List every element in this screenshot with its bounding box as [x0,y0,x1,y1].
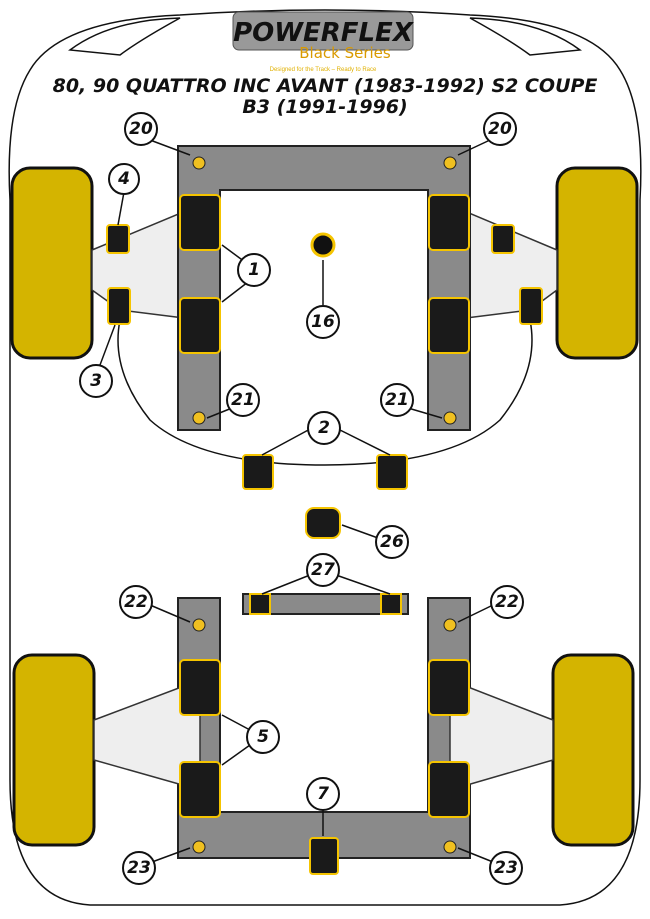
part-27-bar [242,593,409,615]
title-line-1: 80, 90 QUATTRO INC AVANT (1983-1992) S2 … [53,75,598,97]
svg-text:23: 23 [494,858,518,878]
svg-text:5: 5 [257,727,269,747]
svg-text:16: 16 [311,312,335,332]
bush-3-left [107,287,131,325]
subframe-mount-holes [192,156,457,854]
tire-rear-left [12,653,96,847]
car-body-outline [8,9,642,906]
svg-text:3: 3 [90,371,102,391]
callout-1: 1 [237,253,271,287]
svg-text:Designed for the Track – Ready: Designed for the Track – Ready to Race [270,67,377,73]
tire-rear-right [551,653,635,847]
bush-1-upper-left [179,194,221,251]
bush-1-lower-right [428,297,470,354]
bush-1-lower-left [179,297,221,354]
svg-text:1: 1 [248,260,260,280]
svg-text:21: 21 [231,390,255,410]
svg-text:4: 4 [117,169,130,189]
callout-2: 2 [307,411,341,445]
svg-text:26: 26 [380,532,404,552]
svg-text:Black Series: Black Series [299,44,391,62]
bush-2-left [242,454,274,490]
bush-5-lower-left [179,761,221,818]
svg-text:27: 27 [311,560,335,580]
leader-lines [99,139,494,863]
svg-text:22: 22 [124,592,148,612]
windshield-right [469,17,582,56]
svg-text:20: 20 [129,119,153,139]
callout-20-right: 20 [483,112,517,146]
svg-text:20: 20 [488,119,512,139]
callout-7: 7 [306,777,340,811]
callout-16: 16 [306,305,340,339]
bush-27-right [380,593,402,615]
svg-text:POWERFLEX: POWERFLEX [233,18,415,48]
callout-22-right: 22 [490,585,524,619]
rear-subframe [177,597,471,859]
powerflex-logo: POWERFLEX Black Series Designed for the … [232,11,415,73]
svg-text:2: 2 [318,418,330,438]
callout-26: 26 [375,525,409,559]
bush-1-upper-right [428,194,470,251]
windshield-left [68,17,181,56]
bush-27-left [249,593,271,615]
part-16-mount [310,232,336,258]
callout-5: 5 [246,720,280,754]
bush-3-right [519,287,543,325]
bush-7 [309,837,339,875]
callout-20-left: 20 [124,112,158,146]
callout-4: 4 [108,163,140,195]
tire-front-right [555,166,639,360]
callout-21-right: 21 [380,383,414,417]
svg-text:21: 21 [385,390,409,410]
svg-text:23: 23 [127,858,151,878]
callout-23-right: 23 [489,851,523,885]
bush-2-right [376,454,408,490]
callout-3: 3 [79,364,113,398]
anti-roll-bar [117,319,533,466]
tire-front-left [10,166,94,360]
bush-26 [305,507,341,539]
bush-5-lower-right [428,761,470,818]
bush-4-left [106,224,130,254]
callout-22-left: 22 [119,585,153,619]
svg-text:22: 22 [495,592,519,612]
bush-5-upper-left [179,659,221,716]
svg-text:7: 7 [317,784,329,804]
callout-21-left: 21 [226,383,260,417]
callout-23-left: 23 [122,851,156,885]
bush-4-right [491,224,515,254]
bushes [106,194,543,875]
bush-5-upper-right [428,659,470,716]
front-subframe [177,145,471,431]
title-line-2: B3 (1991-1996) [242,96,407,118]
callout-27: 27 [306,553,340,587]
